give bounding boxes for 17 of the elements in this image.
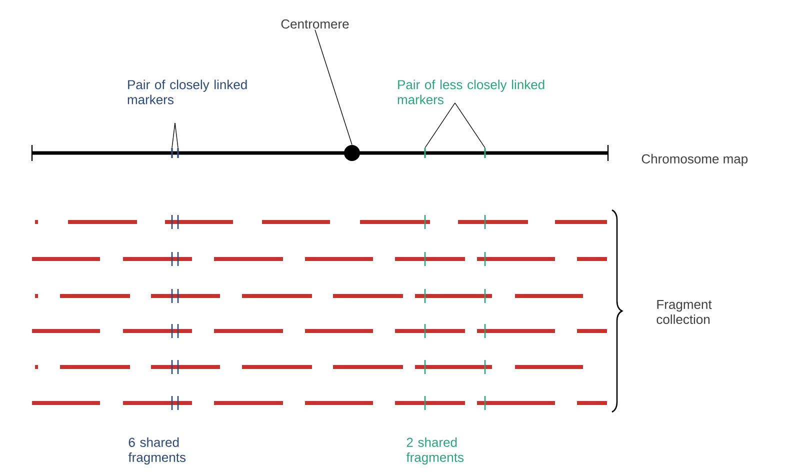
leader-line [454,102,486,148]
callout-text: Pair of less closely linked markers [398,80,544,104]
leader-line [424,102,456,148]
label-text: Chromosome map [642,154,748,166]
label-text: 2 shared fragments [406,437,464,465]
marker-tick [177,148,179,158]
marker-tick [484,148,486,158]
centromere-dot [344,145,360,161]
marker-tick [424,148,426,158]
leader-line [314,29,352,146]
label-text: Fragment collection [656,300,712,324]
label-text: 6 shared fragments [128,437,186,465]
leader-line [172,122,176,148]
leader-line [174,122,178,148]
callout-text: Pair of closely linked markers [128,80,247,104]
callout-text: Centromere [281,19,349,29]
marker-tick [171,148,173,158]
